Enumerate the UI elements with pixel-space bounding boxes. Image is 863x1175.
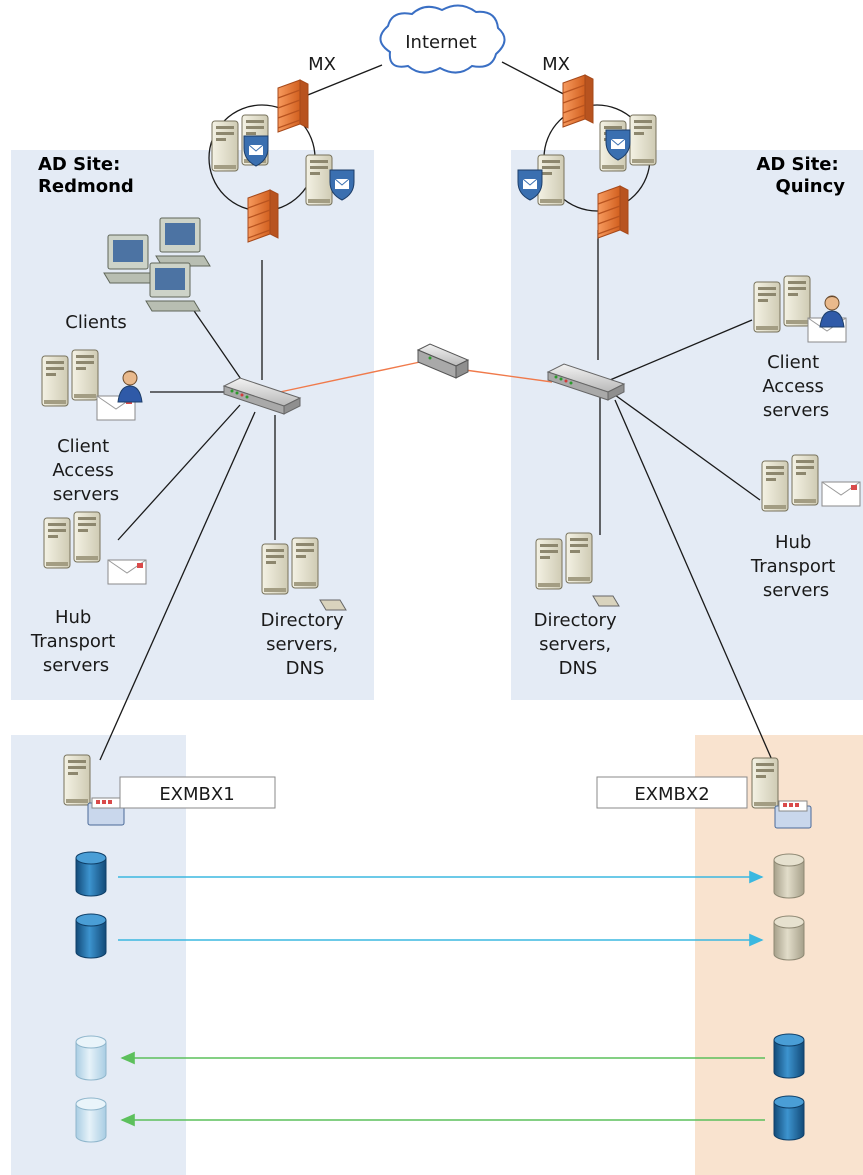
right-dir-label: Directory servers, DNS [534, 610, 623, 679]
mailbox-server-icon [63, 754, 91, 806]
mailbox-name-box [596, 776, 748, 809]
directory-icon [592, 595, 620, 607]
wan-router [416, 343, 470, 379]
internet-cloud: Internet [379, 4, 506, 74]
replication [75, 851, 805, 1143]
left-hub-label: Hub Transport servers [30, 607, 121, 676]
database-active-right-2 [773, 1095, 805, 1141]
mailbox-server-right: EXMBX2 [596, 757, 812, 829]
wan-link [279, 361, 553, 393]
database-passive-right-1 [773, 853, 805, 899]
database-passive-left-2 [75, 1097, 107, 1143]
firewall-icon [247, 189, 279, 243]
mailbox-database-icon [87, 797, 125, 826]
left-hub-transport-servers: Hub Transport servers [30, 512, 147, 676]
right-client-access-servers: Client Access servers [754, 276, 847, 421]
exmbx1-label: EXMBX1 [159, 784, 234, 805]
internet-label: Internet [405, 32, 476, 53]
site-label-quincy: AD Site: Quincy [756, 154, 845, 197]
envelope-icon [107, 559, 147, 585]
firewall-icon [562, 74, 594, 128]
right-directory-servers: Directory servers, DNS [534, 533, 623, 679]
left-directory-servers: Directory servers, DNS [261, 538, 350, 679]
envelope-icon [821, 481, 861, 507]
mx-label-left: MX [308, 54, 336, 75]
edge-server-icon [305, 154, 333, 206]
site-label-redmond: AD Site: Redmond [38, 154, 134, 197]
directory-icon [319, 599, 347, 611]
left-dir-label: Directory servers, DNS [261, 610, 350, 679]
clients-group: Clients [65, 217, 211, 333]
firewall-icon [277, 79, 309, 133]
left-client-access-servers: Client Access servers [42, 350, 143, 505]
database-active-right-1 [773, 1033, 805, 1079]
left-cas-label: Client Access servers [52, 436, 119, 505]
right-cas-label: Client Access servers [762, 352, 829, 421]
database-passive-left-1 [75, 1035, 107, 1081]
database-passive-right-2 [773, 915, 805, 961]
left-clients-label: Clients [65, 312, 127, 333]
exmbx2-label: EXMBX2 [634, 784, 709, 805]
firewall-icon [597, 185, 629, 239]
right-hub-transport-servers: Hub Transport servers [750, 455, 861, 601]
database-active-left-1 [75, 851, 107, 897]
right-hub-label: Hub Transport servers [750, 532, 841, 601]
mailbox-server-icon [751, 757, 779, 809]
mailbox-server-left: EXMBX1 [63, 754, 276, 826]
site-quincy-area [511, 150, 863, 700]
mx-label-right: MX [542, 54, 570, 75]
mailbox-name-box [119, 776, 276, 809]
mailbox-database-icon [774, 800, 812, 829]
database-active-left-2 [75, 913, 107, 959]
